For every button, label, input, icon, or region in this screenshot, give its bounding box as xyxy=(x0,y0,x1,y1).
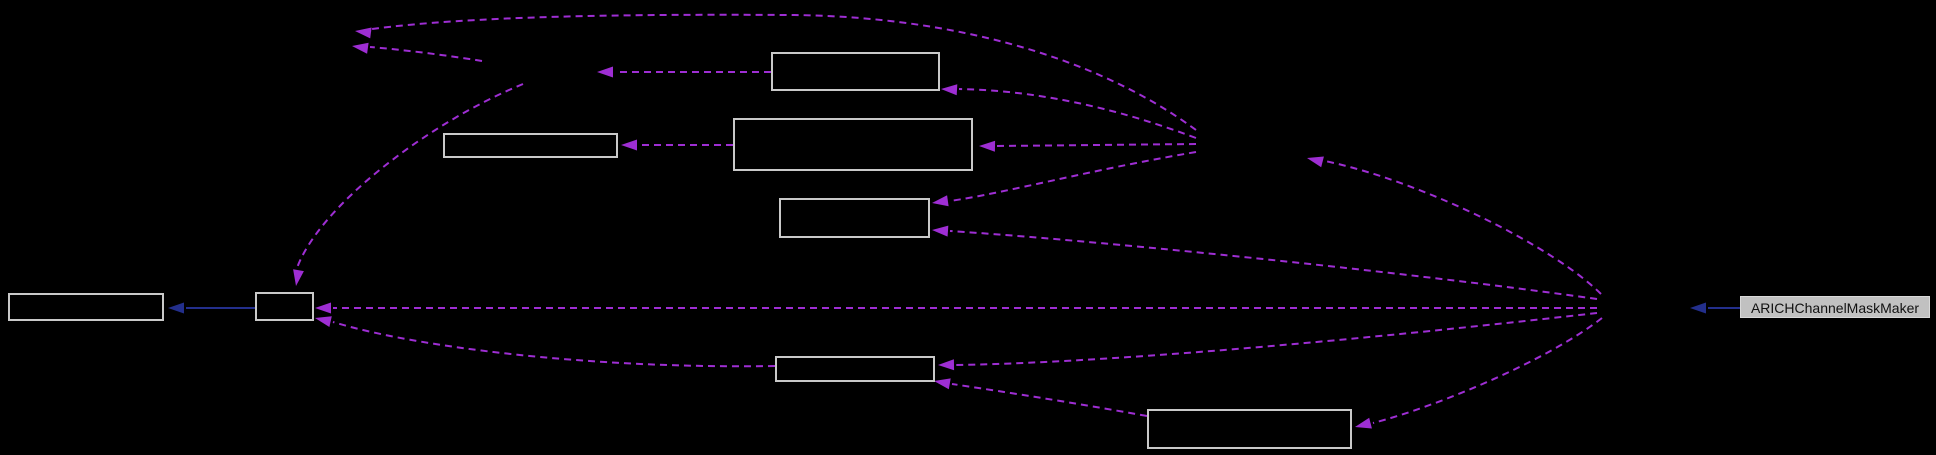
graph-edge-e10 xyxy=(955,312,1598,366)
graph-node-box-lower[interactable] xyxy=(775,356,935,382)
graph-edge-e7 xyxy=(1324,160,1602,295)
arrowhead-e12 xyxy=(934,378,951,390)
graph-edge-e2 xyxy=(369,46,483,62)
arrowhead-e8 xyxy=(932,225,949,237)
arrowhead-e14 xyxy=(293,269,304,286)
graph-edge-e8 xyxy=(949,230,1598,300)
arrowhead-e10 xyxy=(938,359,955,371)
arrowhead-e2 xyxy=(352,42,369,54)
graph-node-box-mid[interactable] xyxy=(779,198,930,238)
graph-node-box-left[interactable] xyxy=(8,293,164,321)
arrowhead-e11 xyxy=(1355,417,1372,429)
graph-edge-e14 xyxy=(296,83,524,269)
arrowhead-e4 xyxy=(941,84,958,96)
graph-edge-e13 xyxy=(332,321,776,368)
graph-edge-e11 xyxy=(1372,317,1603,424)
graph-edge-e6 xyxy=(949,151,1197,202)
arrowhead-e5 xyxy=(979,140,996,152)
graph-edge-e12 xyxy=(951,383,1148,417)
graph-node-box-bottom[interactable] xyxy=(1147,409,1352,449)
graph-node-box-current[interactable]: ARICHChannelMaskMaker xyxy=(1740,296,1930,318)
arrowhead-e17 xyxy=(168,302,184,314)
graph-node-box-small[interactable] xyxy=(255,292,314,321)
graph-node-box-top[interactable] xyxy=(771,52,940,91)
graph-edge-e5 xyxy=(996,143,1197,147)
graph-node-box-big[interactable] xyxy=(733,118,973,171)
arrowhead-e13 xyxy=(315,316,332,327)
arrowhead-e7 xyxy=(1307,156,1324,168)
arrowhead-e3 xyxy=(597,66,613,78)
arrowhead-e1 xyxy=(355,27,372,39)
arrowhead-e16 xyxy=(1690,302,1706,314)
graph-edge-e4 xyxy=(958,88,1197,139)
arrowhead-e15 xyxy=(621,139,637,151)
graph-node-box-mid-left[interactable] xyxy=(443,133,618,158)
arrowhead-e9 xyxy=(315,302,331,314)
arrowhead-e6 xyxy=(932,195,949,207)
graph-edge-e1 xyxy=(371,13,1197,131)
